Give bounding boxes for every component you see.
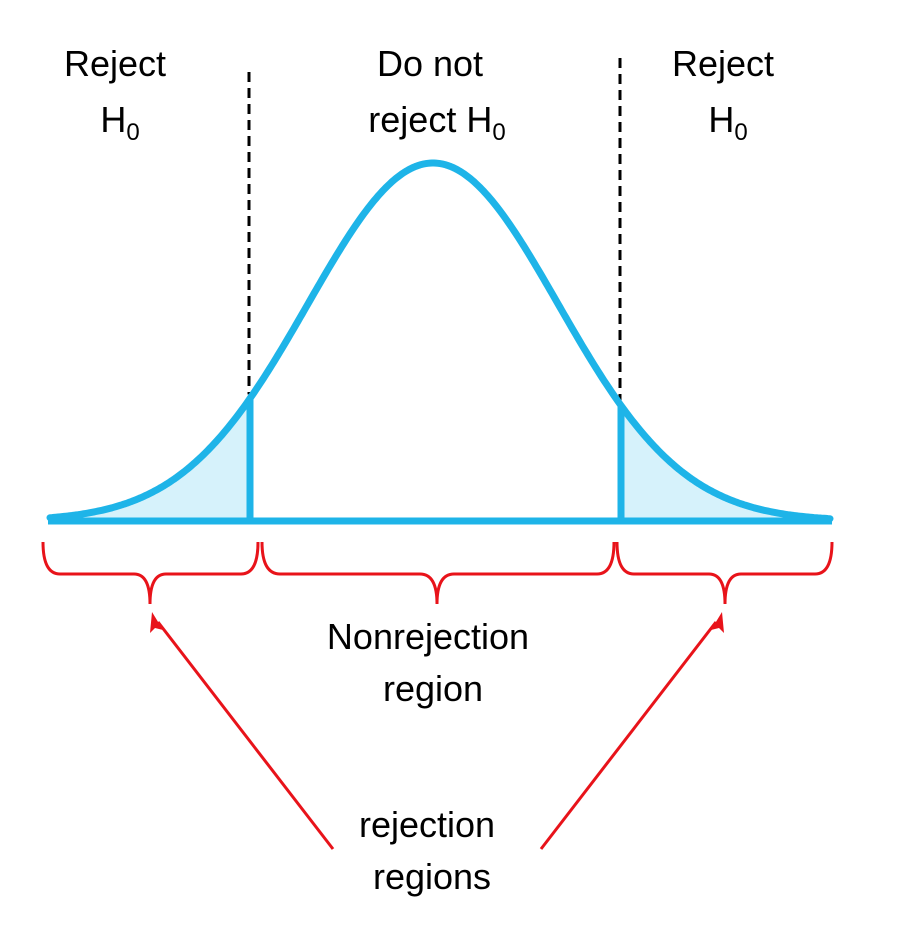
arrowhead-right — [711, 612, 724, 633]
rejection-regions-label: rejection regions — [359, 804, 505, 897]
right-rejection-region-brace — [615, 541, 834, 605]
normal-distribution-curve — [46, 159, 834, 523]
nonrejection-region-brace — [260, 541, 616, 605]
left-rejection-tail-shade — [50, 398, 250, 521]
arrowhead-left — [150, 612, 163, 633]
nonrejection-region-label: Nonrejection region — [327, 616, 539, 709]
right-rejection-tail-shade — [621, 405, 830, 521]
arrow-to-right-rejection-region — [539, 621, 718, 850]
arrow-to-left-rejection-region — [156, 621, 335, 850]
left-rejection-region-brace — [41, 541, 260, 605]
reject-h0-left-label: Reject H0 — [64, 43, 176, 146]
reject-h0-right-label: Reject H0 — [672, 43, 784, 146]
do-not-reject-h0-label: Do not reject H0 — [368, 43, 505, 146]
